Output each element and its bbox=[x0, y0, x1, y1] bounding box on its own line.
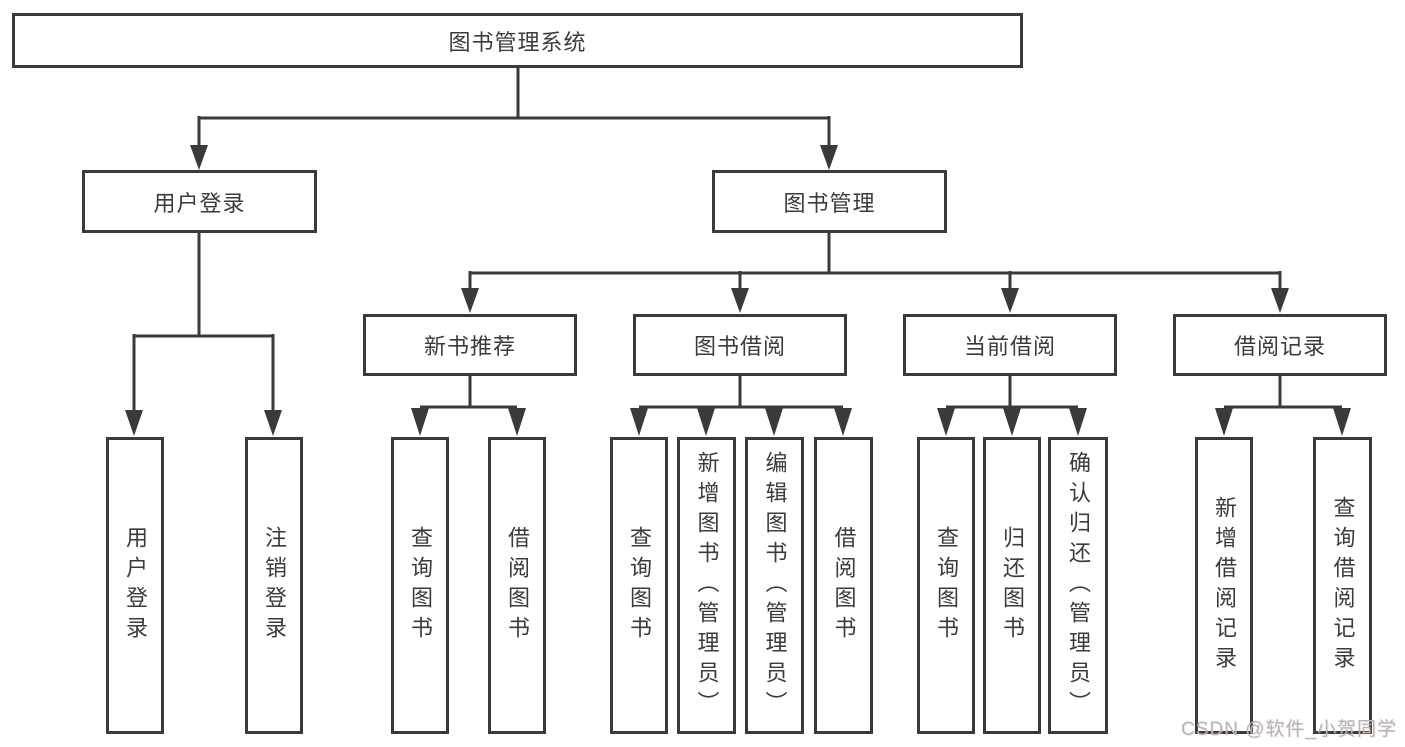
node-new-book-recommend-label: 新书推荐 bbox=[423, 334, 516, 359]
leaf-borrowing-add-books-admin: 新增图书（管理员） bbox=[677, 437, 736, 734]
node-root-label: 图书管理系统 bbox=[448, 29, 587, 55]
leaf-records-query-record-label: 查询借阅记录 bbox=[1330, 495, 1356, 676]
leaf-borrowing-borrow-books: 借阅图书 bbox=[814, 437, 873, 734]
leaf-user-login: 用户登录 bbox=[106, 437, 164, 734]
leaf-recommend-borrow-books: 借阅图书 bbox=[488, 437, 546, 734]
leaf-borrowing-edit-books-admin-label: 编辑图书（管理员） bbox=[762, 450, 788, 721]
node-book-management: 图书管理 bbox=[712, 170, 947, 233]
leaf-current-confirm-return-admin: 确认归还（管理员） bbox=[1048, 437, 1108, 734]
node-current-borrowing-label: 当前借阅 bbox=[963, 334, 1056, 359]
leaf-current-return-books: 归还图书 bbox=[983, 437, 1041, 734]
node-root-system: 图书管理系统 bbox=[12, 13, 1023, 68]
leaf-records-add-record-label: 新增借阅记录 bbox=[1212, 495, 1237, 676]
leaf-borrowing-add-books-admin-label: 新增图书（管理员） bbox=[694, 450, 720, 721]
leaf-current-query-books: 查询图书 bbox=[917, 437, 975, 734]
node-new-book-recommend: 新书推荐 bbox=[363, 314, 577, 376]
node-user-login-branch: 用户登录 bbox=[82, 170, 317, 233]
arrowheads bbox=[125, 145, 1351, 436]
csdn-watermark: CSDN @软件_小贺同学 bbox=[1181, 719, 1397, 740]
leaf-logout-label: 注销登录 bbox=[262, 525, 287, 646]
node-user-login-branch-label: 用户登录 bbox=[153, 190, 246, 216]
leaf-borrowing-query-books-label: 查询图书 bbox=[627, 525, 652, 646]
leaf-current-return-books-label: 归还图书 bbox=[1000, 525, 1025, 646]
leaf-recommend-query-books: 查询图书 bbox=[391, 437, 449, 734]
node-borrow-records: 借阅记录 bbox=[1173, 314, 1387, 376]
leaf-records-add-record: 新增借阅记录 bbox=[1195, 437, 1253, 734]
leaf-borrowing-query-books: 查询图书 bbox=[610, 437, 668, 734]
node-book-borrowing-label: 图书借阅 bbox=[693, 334, 786, 359]
leaf-recommend-query-books-label: 查询图书 bbox=[408, 525, 433, 646]
leaf-records-query-record: 查询借阅记录 bbox=[1313, 437, 1372, 734]
leaf-recommend-borrow-books-label: 借阅图书 bbox=[505, 525, 530, 646]
leaf-borrowing-edit-books-admin: 编辑图书（管理员） bbox=[745, 437, 804, 734]
connector-edges bbox=[132, 68, 1342, 412]
leaf-logout: 注销登录 bbox=[245, 437, 303, 734]
node-current-borrowing: 当前借阅 bbox=[903, 314, 1117, 376]
leaf-borrowing-borrow-books-label: 借阅图书 bbox=[831, 525, 857, 646]
leaf-current-confirm-return-admin-label: 确认归还（管理员） bbox=[1066, 450, 1091, 721]
node-book-management-label: 图书管理 bbox=[783, 190, 876, 216]
leaf-current-query-books-label: 查询图书 bbox=[934, 525, 959, 646]
node-borrow-records-label: 借阅记录 bbox=[1233, 334, 1326, 359]
leaf-user-login-label: 用户登录 bbox=[123, 525, 148, 646]
node-book-borrowing: 图书借阅 bbox=[633, 314, 847, 376]
